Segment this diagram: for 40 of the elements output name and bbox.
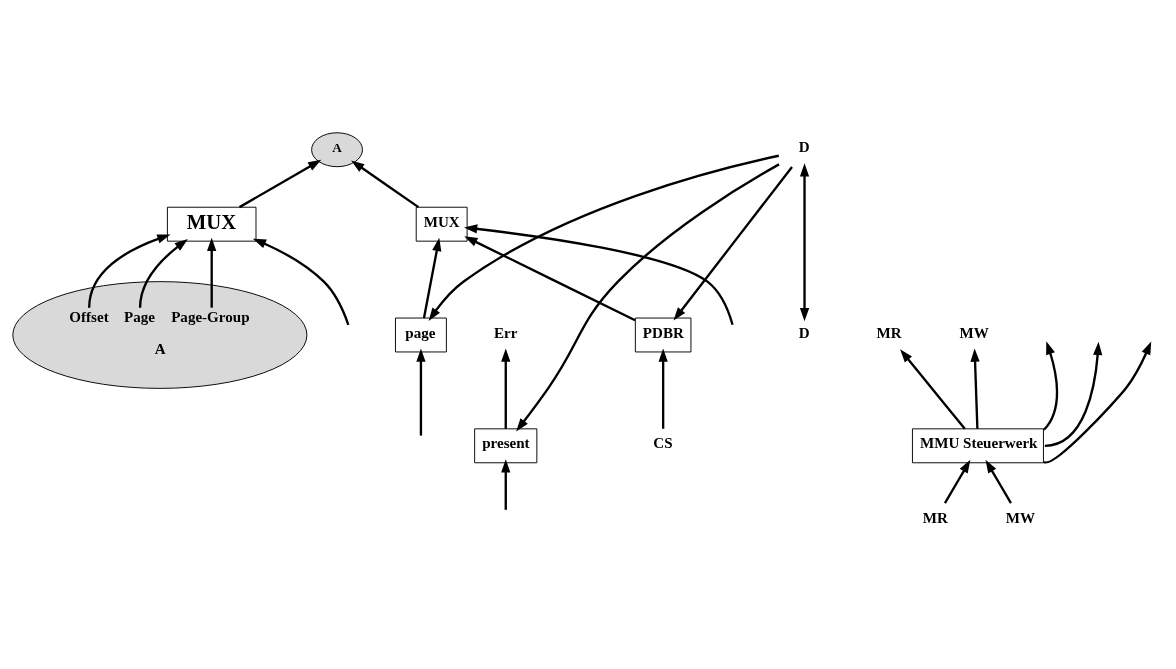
node-box: MMU Steuerwerk bbox=[911, 427, 1044, 463]
node-box: MUX bbox=[166, 206, 257, 242]
arrow bbox=[464, 223, 734, 325]
arrow bbox=[1043, 340, 1152, 463]
arrow bbox=[943, 459, 971, 504]
arrow bbox=[138, 238, 188, 308]
arrow bbox=[88, 233, 171, 308]
arrow bbox=[1044, 341, 1103, 447]
node-box: PDBR bbox=[634, 317, 692, 352]
arrow bbox=[1043, 340, 1059, 431]
arrow bbox=[799, 162, 810, 321]
node-text: MR bbox=[876, 324, 902, 341]
arrow bbox=[658, 348, 668, 429]
node-text: MW bbox=[959, 324, 989, 341]
node-box: page bbox=[395, 317, 447, 352]
node-text: CS bbox=[653, 434, 673, 451]
arrow bbox=[501, 348, 511, 429]
arrow bbox=[501, 458, 511, 510]
node-box: MUX bbox=[415, 206, 468, 242]
arrow bbox=[351, 159, 420, 208]
node-box: present bbox=[474, 427, 538, 463]
node-text: MW bbox=[1005, 509, 1036, 526]
node-ellipse: Offset Page Page-Group A bbox=[12, 280, 308, 389]
node-text: D bbox=[798, 138, 810, 155]
arrow bbox=[252, 238, 350, 325]
arrow bbox=[422, 237, 442, 318]
arrow bbox=[464, 235, 636, 321]
node-text: MR bbox=[922, 509, 948, 526]
arrow bbox=[970, 348, 980, 429]
node-ellipse: A bbox=[311, 131, 363, 167]
arrow bbox=[985, 459, 1012, 504]
arrow bbox=[238, 159, 322, 208]
arrow bbox=[207, 237, 217, 308]
node-text: D bbox=[798, 324, 810, 341]
arrow bbox=[416, 348, 426, 436]
node-text: Err bbox=[493, 324, 518, 341]
arrow bbox=[673, 165, 793, 321]
arrow bbox=[900, 348, 966, 430]
arrow bbox=[428, 154, 780, 321]
arrow bbox=[516, 162, 780, 432]
